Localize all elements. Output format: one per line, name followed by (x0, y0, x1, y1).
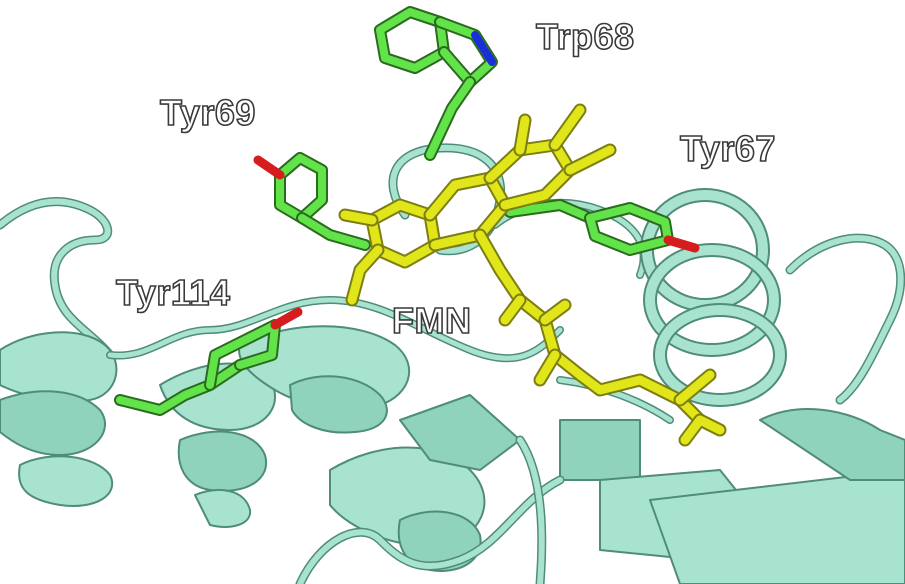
tyr67-sidechain (504, 199, 700, 256)
label-fmn: FMN (391, 299, 472, 342)
label-trp68: Trp68 (535, 15, 635, 58)
protein-ribbon (0, 143, 905, 584)
trp68-sidechain (374, 6, 498, 161)
label-tyr69: Tyr69 (159, 91, 256, 134)
label-tyr114: Tyr114 (115, 271, 231, 314)
tyr69-sidechain (253, 152, 371, 251)
tyr114-sidechain (114, 307, 303, 416)
fmn-ligand (338, 103, 727, 447)
label-tyr67: Tyr67 (679, 127, 776, 170)
side-chains (114, 6, 700, 416)
